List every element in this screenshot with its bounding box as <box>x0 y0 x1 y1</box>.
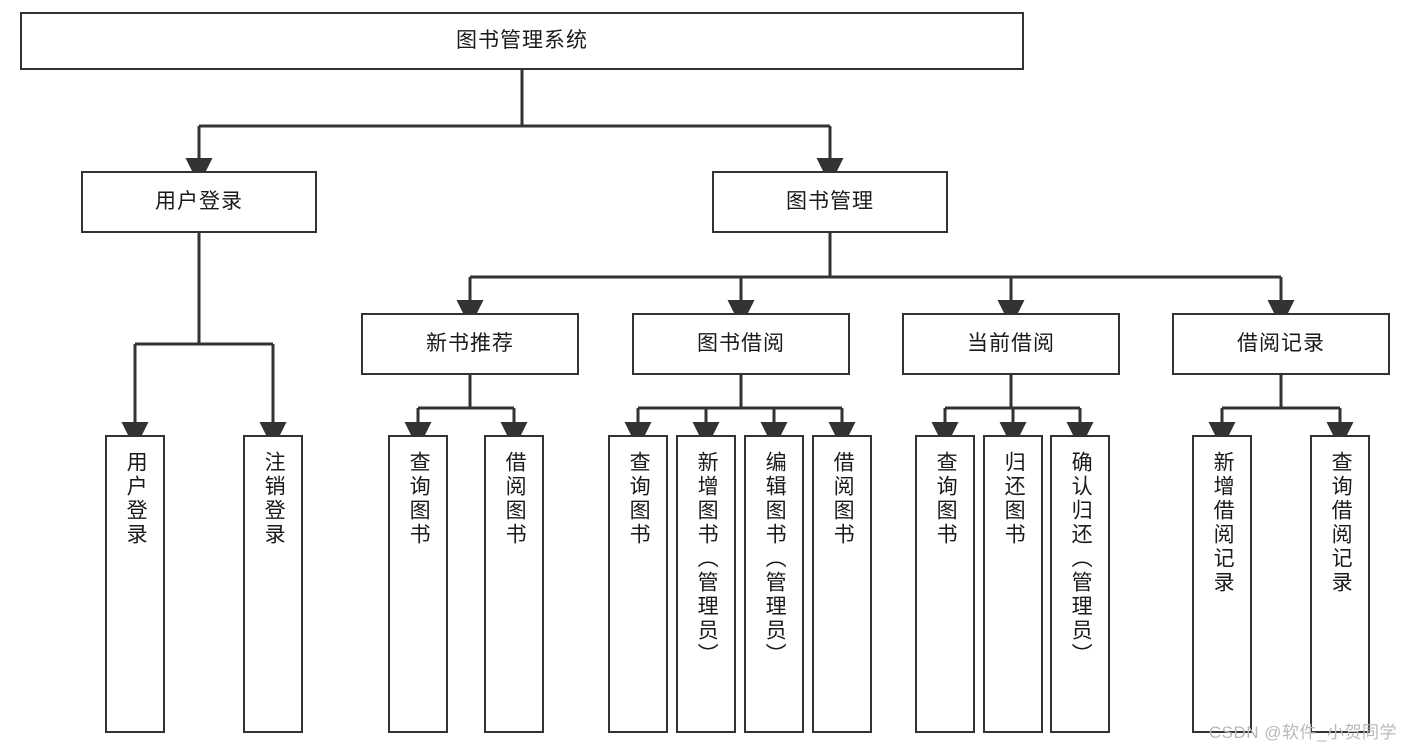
node-login: 用户登录 <box>81 171 317 233</box>
node-root: 图书管理系统 <box>20 12 1024 70</box>
node-label: 注销登录 <box>262 451 286 547</box>
node-leaf-add-record: 新增借阅记录 <box>1192 435 1252 733</box>
node-label: 图书借阅 <box>697 331 785 355</box>
csdn-watermark: CSDN @软件_小贺同学 <box>1208 723 1397 742</box>
node-current: 当前借阅 <box>902 313 1120 375</box>
node-label: 图书管理 <box>786 189 874 213</box>
node-leaf-borrow-book-new: 借阅图书 <box>484 435 544 733</box>
node-label: 借阅图书 <box>831 451 855 547</box>
node-label: 确认归还（管理员） <box>1069 451 1093 667</box>
node-leaf-return-book: 归还图书 <box>983 435 1043 733</box>
node-leaf-user-logout: 注销登录 <box>243 435 303 733</box>
node-label: 用户登录 <box>155 189 243 213</box>
node-bookmgmt: 图书管理 <box>712 171 948 233</box>
node-label: 新增借阅记录 <box>1211 451 1235 595</box>
node-label: 编辑图书（管理员） <box>763 451 787 667</box>
node-label: 借阅图书 <box>503 451 527 547</box>
node-leaf-query-book: 查询图书 <box>608 435 668 733</box>
node-leaf-borrow-book: 借阅图书 <box>812 435 872 733</box>
node-label: 查询图书 <box>627 451 651 547</box>
node-label: 借阅记录 <box>1237 331 1325 355</box>
node-label: 查询图书 <box>934 451 958 547</box>
node-label: 查询图书 <box>407 451 431 547</box>
node-label: 图书管理系统 <box>456 28 588 52</box>
node-leaf-query-book-cur: 查询图书 <box>915 435 975 733</box>
node-newbook: 新书推荐 <box>361 313 579 375</box>
node-leaf-query-record: 查询借阅记录 <box>1310 435 1370 733</box>
node-label: 新增图书（管理员） <box>695 451 719 667</box>
node-leaf-add-book: 新增图书（管理员） <box>676 435 736 733</box>
node-label: 当前借阅 <box>967 331 1055 355</box>
node-leaf-user-login: 用户登录 <box>105 435 165 733</box>
node-label: 新书推荐 <box>426 331 514 355</box>
node-label: 查询借阅记录 <box>1329 451 1353 595</box>
node-label: 归还图书 <box>1002 451 1026 547</box>
node-borrow: 图书借阅 <box>632 313 850 375</box>
node-leaf-query-book-new: 查询图书 <box>388 435 448 733</box>
node-leaf-edit-book: 编辑图书（管理员） <box>744 435 804 733</box>
node-records: 借阅记录 <box>1172 313 1390 375</box>
node-label: 用户登录 <box>124 451 148 547</box>
node-leaf-confirm-return: 确认归还（管理员） <box>1050 435 1110 733</box>
